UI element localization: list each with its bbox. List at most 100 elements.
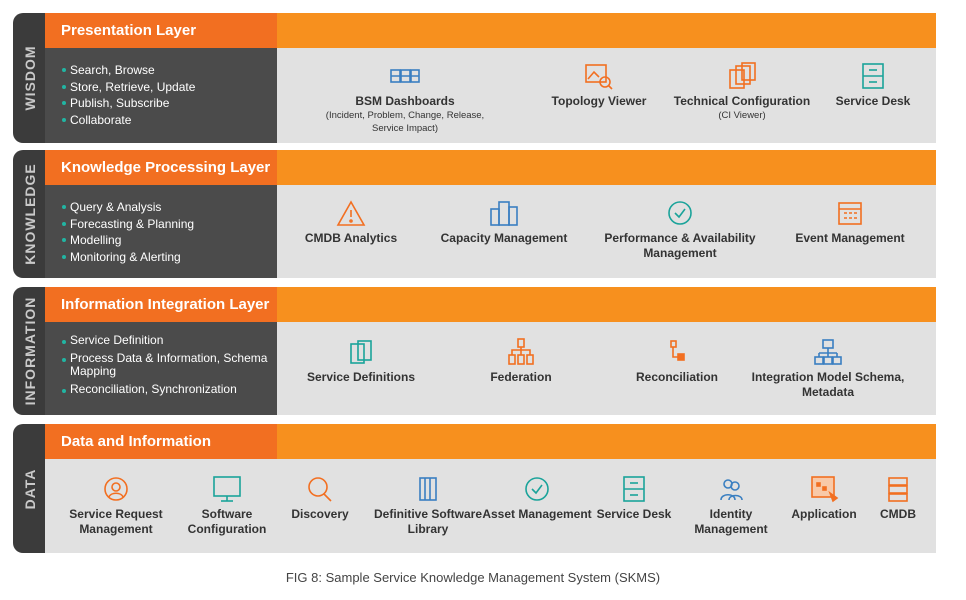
- bullet-item: Publish, Subscribe: [62, 95, 277, 112]
- component-item[interactable]: Topology Viewer: [514, 62, 684, 109]
- component-label: Definitive Software Library: [373, 507, 483, 536]
- component-item[interactable]: Identity Management: [676, 475, 786, 537]
- layer-knowledge: KNOWLEDGE Knowledge Processing Layer Que…: [13, 150, 936, 278]
- bullet-item: Store, Retrieve, Update: [62, 79, 277, 96]
- component-sublabel: (Incident, Problem, Change, Release, Ser…: [325, 110, 485, 134]
- buildings-icon: [419, 199, 589, 227]
- component-label: Performance & Availability Management: [604, 231, 756, 260]
- component-label: Discovery: [291, 507, 349, 521]
- component-item[interactable]: Software Configuration: [172, 475, 282, 537]
- user-circle-icon: [61, 475, 171, 503]
- cabinet-icon: [788, 62, 958, 90]
- component-label: Service Desk: [596, 507, 672, 521]
- layer-header: Presentation Layer: [45, 13, 936, 48]
- bullet-item: Service Definition: [62, 334, 277, 347]
- component-label: Software Configuration: [187, 507, 267, 536]
- component-item[interactable]: Asset Management: [482, 475, 592, 522]
- layer-title: Information Integration Layer: [45, 287, 277, 322]
- monitor-icon: [172, 475, 282, 503]
- component-label: Federation: [490, 370, 552, 384]
- devices-icon: [276, 338, 446, 366]
- component-label: Integration Model Schema, Metadata: [751, 370, 905, 399]
- component-item[interactable]: Performance & Availability Management: [595, 199, 765, 261]
- magnifier-icon: [265, 475, 375, 503]
- check-circle-icon: [595, 199, 765, 227]
- config-grid-icon: [657, 62, 827, 90]
- component-item[interactable]: Definitive Software Library: [373, 475, 483, 537]
- component-item[interactable]: CMDB: [843, 475, 953, 522]
- dashboard-icon: [320, 62, 490, 90]
- component-item[interactable]: Service Desk: [579, 475, 689, 522]
- users-icon: [676, 475, 786, 503]
- component-label: Service Desk: [835, 94, 911, 108]
- component-label: Reconciliation: [635, 370, 718, 384]
- layer-title: Data and Information: [45, 424, 277, 459]
- bullet-item: Monitoring & Alerting: [62, 249, 277, 266]
- component-item[interactable]: Discovery: [265, 475, 375, 522]
- check-circle-icon: [482, 475, 592, 503]
- bullet-item: Reconciliation, Synchronization: [62, 383, 277, 396]
- layer-information: INFORMATION Information Integration Laye…: [13, 287, 936, 415]
- layer-data: DATA Data and Information Service Reques…: [13, 424, 936, 553]
- layer-side-label: WISDOM: [13, 13, 47, 143]
- component-item[interactable]: BSM Dashboards (Incident, Problem, Change…: [320, 62, 490, 135]
- bullet-item: Query & Analysis: [62, 199, 277, 216]
- layer-side-label: KNOWLEDGE: [13, 150, 47, 278]
- hierarchy-icon: [743, 338, 913, 366]
- image-search-icon: [514, 62, 684, 90]
- component-item[interactable]: Event Management: [765, 199, 935, 246]
- component-item[interactable]: Service Definitions: [276, 338, 446, 385]
- cabinet-icon: [579, 475, 689, 503]
- bullet-item: Modelling: [62, 232, 277, 249]
- component-item[interactable]: FederationCMDB: [436, 338, 606, 385]
- reconcile-icon: [592, 338, 762, 366]
- database-icon: [843, 475, 953, 503]
- library-icon: [373, 475, 483, 503]
- component-label: Capacity Management: [440, 231, 568, 245]
- component-item[interactable]: Capacity Management: [419, 199, 589, 246]
- layer-title: Presentation Layer: [45, 13, 277, 48]
- component-label: Service Request Management: [69, 507, 163, 536]
- component-item[interactable]: Service Request Management: [61, 475, 171, 537]
- layer-side-label: INFORMATION: [13, 287, 47, 415]
- layer-header: Information Integration Layer: [45, 287, 936, 322]
- component-label: Topology Viewer: [551, 94, 647, 108]
- component-label: CMDB Analytics: [304, 231, 398, 245]
- component-label: BSM Dashboards: [355, 94, 455, 108]
- layer-header: Knowledge Processing Layer: [45, 150, 936, 185]
- figure-caption: FIG 8: Sample Service Knowledge Manageme…: [285, 570, 661, 585]
- application-icon: [769, 475, 879, 503]
- component-item[interactable]: Service Desk: [788, 62, 958, 109]
- bullet-item: Search, Browse: [62, 62, 277, 79]
- component-label: CMDB: [880, 507, 916, 521]
- component-label: Event Management: [795, 231, 905, 245]
- component-item[interactable]: CMDB Analytics: [266, 199, 436, 246]
- component-item[interactable]: Technical Configuration (CI Viewer): [657, 62, 827, 122]
- bullet-item: Collaborate: [62, 112, 277, 129]
- component-item[interactable]: Integration Model Schema, Metadata: [743, 338, 913, 400]
- warning-icon: [266, 199, 436, 227]
- component-label: Asset Management: [482, 507, 592, 521]
- layer-header: Data and Information: [45, 424, 936, 459]
- component-item[interactable]: Application: [769, 475, 879, 522]
- component-sublabel: (CI Viewer): [718, 110, 766, 121]
- component-item[interactable]: Reconciliation: [592, 338, 762, 385]
- bullet-item: Forecasting & Planning: [62, 216, 277, 233]
- component-label: Identity Management: [694, 507, 768, 536]
- component-label: Technical Configuration: [673, 94, 811, 108]
- bullet-item: Process Data & Information, Schema Mappi…: [62, 352, 277, 378]
- component-label: Application: [791, 507, 857, 521]
- calendar-icon: [765, 199, 935, 227]
- layer-wisdom: WISDOM Presentation Layer Search, Browse…: [13, 13, 936, 143]
- layer-side-label: DATA: [13, 424, 47, 553]
- layer-body: Service Request Management Software Conf…: [45, 459, 936, 553]
- federation-icon: [436, 338, 606, 366]
- layer-title: Knowledge Processing Layer: [45, 150, 277, 185]
- component-label: Service Definitions: [306, 370, 416, 384]
